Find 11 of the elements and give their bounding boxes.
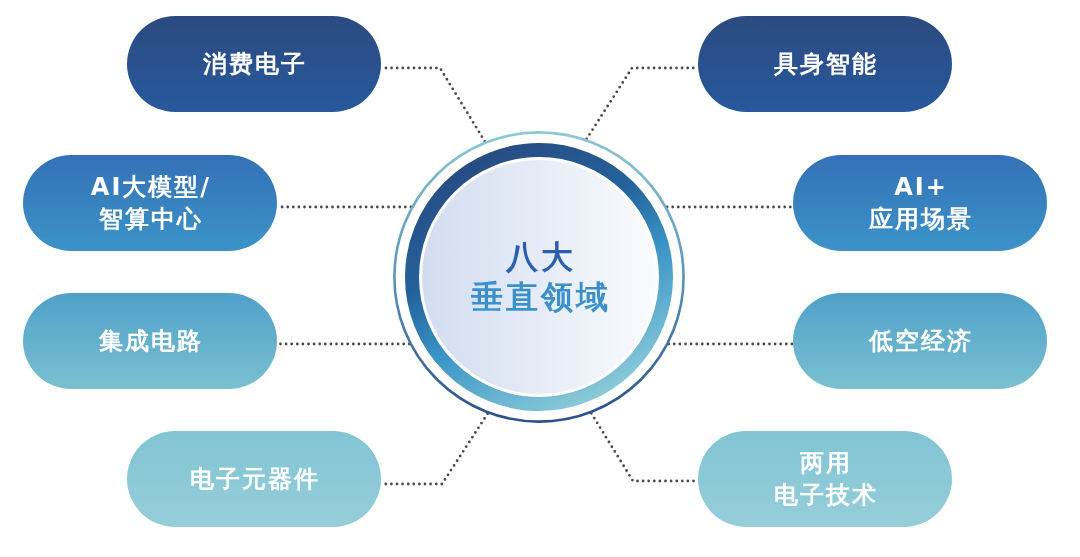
pill-label: 消费电子 — [202, 49, 307, 80]
dotted-connector — [667, 342, 795, 346]
pill-label: 集成电路 — [98, 326, 203, 357]
pill-label: 两用电子技术 — [773, 448, 878, 511]
pill-label: 电子元器件 — [189, 464, 320, 495]
ring-circle — [393, 131, 685, 423]
pill-label: 具身智能 — [773, 49, 878, 80]
dotted-connector — [665, 205, 795, 209]
pill-label: AI大模型/智算中心 — [89, 172, 212, 235]
pill-label: 低空经济 — [867, 326, 973, 357]
pill-label: AI+应用场景 — [868, 172, 973, 235]
